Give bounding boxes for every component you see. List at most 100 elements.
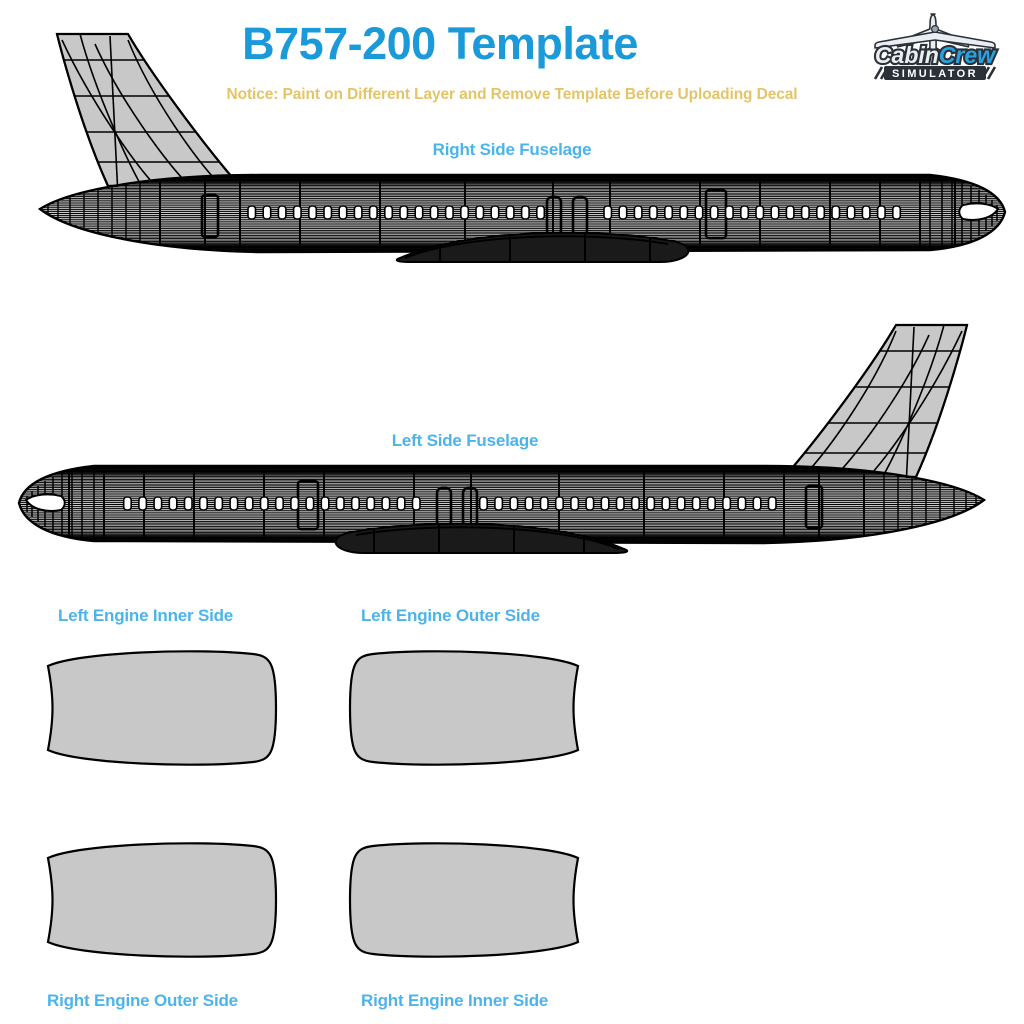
window	[861, 205, 871, 220]
window	[630, 496, 641, 511]
label-left-side-fuselage: Left Side Fuselage	[391, 431, 539, 450]
window	[600, 496, 610, 511]
window	[737, 496, 747, 511]
window	[494, 496, 504, 511]
window	[353, 205, 363, 220]
label-right-engine-inner-side: Right Engine Inner Side	[361, 991, 549, 1010]
window	[396, 496, 406, 511]
panel-right-engine-outer-side	[46, 842, 278, 958]
airplane-icon	[874, 13, 996, 55]
window	[335, 496, 345, 511]
wing-fairing-left	[334, 522, 629, 554]
window	[646, 496, 656, 511]
panel-right-side-fuselage	[38, 32, 1007, 263]
window	[722, 496, 732, 511]
window	[198, 496, 209, 511]
window	[603, 205, 613, 220]
window	[876, 205, 886, 220]
window	[846, 205, 856, 220]
window	[800, 205, 810, 220]
window-row-right	[247, 205, 902, 220]
window	[706, 496, 717, 511]
window	[618, 205, 628, 220]
window	[755, 205, 765, 220]
window	[539, 496, 549, 511]
window	[323, 205, 333, 220]
window	[247, 205, 257, 220]
window	[320, 496, 330, 511]
window	[459, 205, 470, 220]
window	[307, 205, 318, 220]
window	[815, 205, 826, 220]
window	[520, 205, 530, 220]
svg-text:CabinCrew: CabinCrew	[875, 42, 997, 68]
window	[633, 205, 643, 220]
window	[739, 205, 750, 220]
window	[490, 205, 500, 220]
window	[411, 496, 421, 511]
window	[661, 496, 671, 511]
window	[691, 496, 701, 511]
window	[366, 496, 376, 511]
window	[724, 205, 734, 220]
window	[709, 205, 719, 220]
window	[292, 205, 302, 220]
window-row-left	[122, 496, 777, 511]
panel-left-engine-outer-side	[348, 650, 580, 766]
window	[259, 496, 269, 511]
window	[244, 496, 254, 511]
window	[676, 496, 686, 511]
window	[752, 496, 762, 511]
window	[524, 496, 534, 511]
window	[122, 496, 133, 511]
window	[414, 205, 424, 220]
label-right-engine-outer-side: Right Engine Outer Side	[47, 991, 238, 1010]
window	[262, 205, 272, 220]
svg-text:CabinCrew: CabinCrew	[875, 42, 997, 68]
label-left-engine-inner-side: Left Engine Inner Side	[58, 606, 234, 625]
window	[338, 205, 348, 220]
window	[648, 205, 658, 220]
notice-text: Notice: Paint on Different Layer and Rem…	[226, 86, 798, 103]
window	[535, 205, 546, 220]
window	[770, 205, 780, 220]
window	[399, 205, 409, 220]
window	[138, 496, 148, 511]
window	[767, 496, 777, 511]
window	[429, 205, 439, 220]
window	[444, 205, 454, 220]
window	[509, 496, 519, 511]
window	[694, 205, 704, 220]
window	[183, 496, 193, 511]
label-right-side-fuselage: Right Side Fuselage	[432, 140, 592, 159]
cockpit-window-left	[24, 493, 66, 512]
window	[381, 496, 391, 511]
panel-left-engine-inner-side	[46, 650, 278, 766]
window	[679, 205, 689, 220]
page-title: B757-200 Template	[242, 18, 638, 69]
label-left-engine-outer-side: Left Engine Outer Side	[361, 606, 540, 625]
window	[383, 205, 394, 220]
cockpit-window-right	[958, 202, 1000, 221]
window	[168, 496, 178, 511]
window	[229, 496, 239, 511]
window	[891, 205, 902, 220]
panel-left-side-fuselage	[17, 323, 986, 554]
window	[478, 496, 489, 511]
window	[290, 496, 300, 511]
window	[663, 205, 674, 220]
logo-word-two: Crew	[939, 42, 997, 68]
logo-word-one-fill: Cabin	[875, 42, 939, 68]
window	[368, 205, 378, 220]
window	[277, 205, 287, 220]
window	[505, 205, 515, 220]
window	[831, 205, 841, 220]
logo-word-two-fill: Crew	[939, 42, 997, 68]
window	[554, 496, 565, 511]
panel-right-engine-inner-side	[348, 842, 580, 958]
window	[475, 205, 485, 220]
logo-word-one: Cabin	[875, 42, 939, 68]
window	[615, 496, 625, 511]
